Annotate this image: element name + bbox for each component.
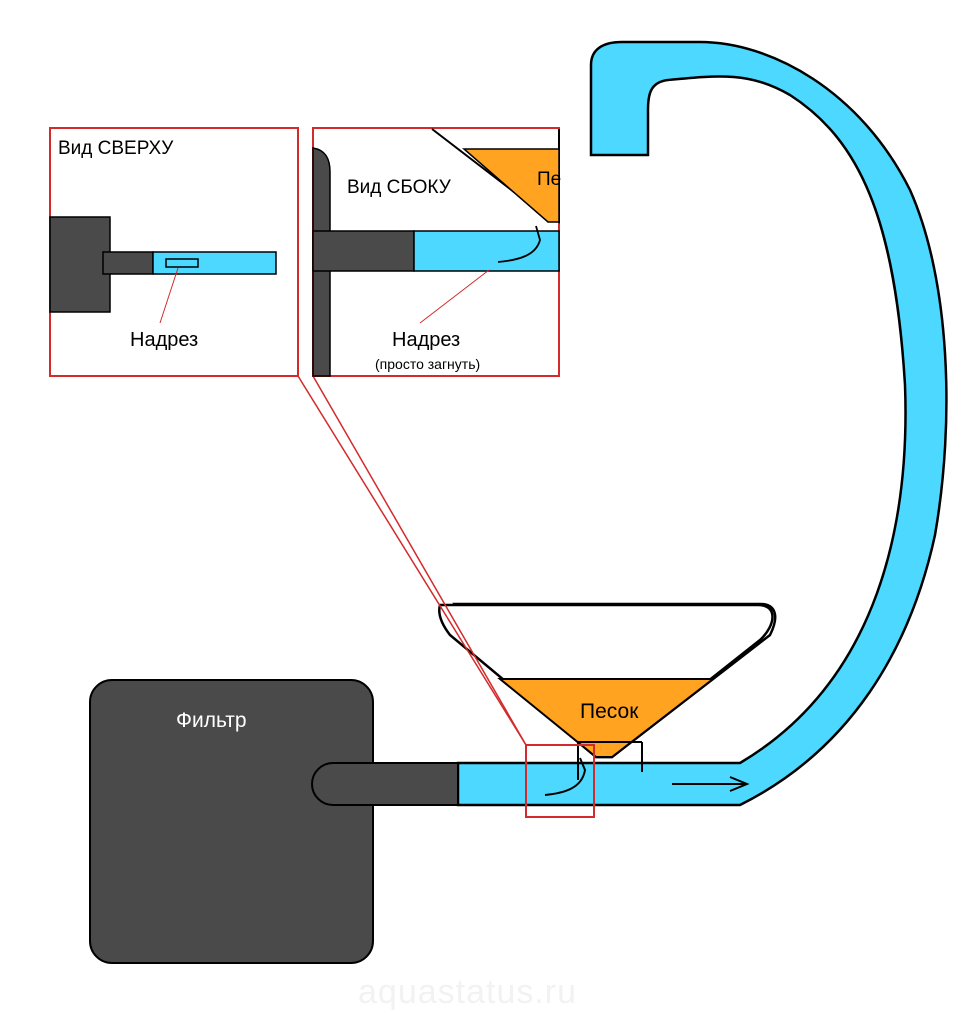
top-view-cut-leader: [159, 267, 179, 324]
flow-arrow-icon: [729, 776, 750, 792]
side-view-title: Вид СБОКУ: [347, 177, 452, 198]
callout-box: [525, 744, 595, 818]
top-view-nozzle: [102, 251, 154, 275]
side-view-sand: [461, 148, 560, 223]
side-view-cut: [497, 225, 541, 263]
filter-body: [89, 679, 374, 964]
side-view-pipe: [413, 230, 560, 272]
side-view-cut-leader: [419, 269, 490, 324]
filter-outlet: [311, 762, 459, 806]
filter-label: Фильтр: [176, 709, 247, 732]
return-pipe: [456, 40, 948, 807]
side-view-nozzle: [312, 230, 415, 272]
side-view-sand-label: Пе: [537, 169, 561, 190]
sand-label: Песок: [580, 700, 639, 723]
top-view-filter: [49, 216, 111, 313]
inset-top-view: Вид СВЕРХУ Надрез: [49, 127, 299, 377]
top-view-title: Вид СВЕРХУ: [58, 138, 174, 159]
top-view-pipe: [152, 251, 277, 275]
callout-leader-1: [297, 375, 527, 746]
side-view-cut-label: Надрез: [392, 329, 460, 351]
inset-side-view: Вид СБОКУ Пе Надрез (просто загнуть): [312, 127, 561, 377]
watermark: aquastatus.ru: [358, 973, 577, 1011]
callout-leader-2: [312, 375, 527, 746]
top-view-cut-label: Надрез: [130, 329, 198, 351]
pipe-cut: [544, 757, 587, 796]
top-view-cut: [165, 258, 199, 268]
side-view-cut-note: (просто загнуть): [375, 356, 480, 372]
sand-fill: [497, 678, 716, 758]
